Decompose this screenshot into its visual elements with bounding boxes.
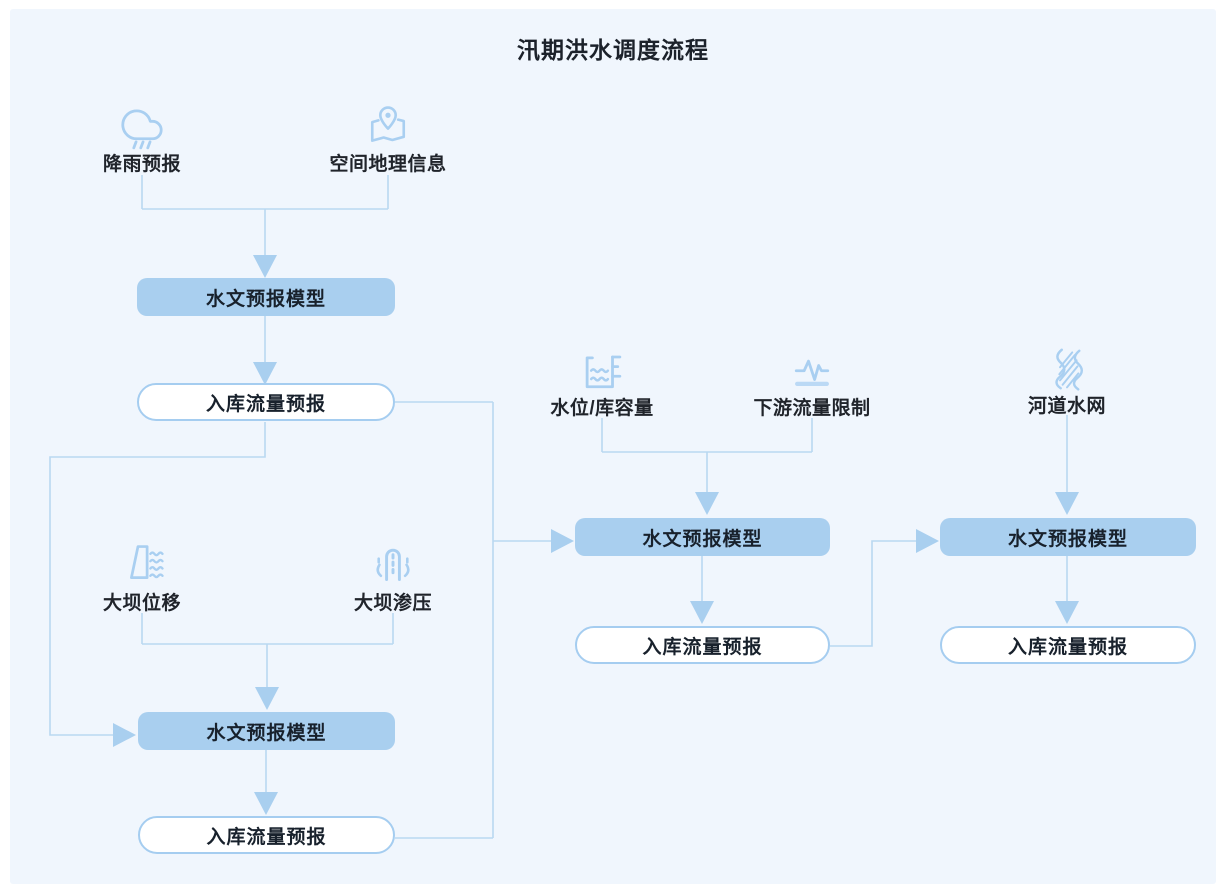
output-node-4: 入库流量预报	[940, 626, 1196, 664]
connector-lines	[49, 175, 1079, 839]
diagram-panel: 汛期洪水调度流程	[10, 9, 1216, 884]
input-label-rainfall: 降雨预报	[102, 154, 182, 175]
model-node-1: 水文预报模型	[137, 278, 395, 316]
flow-limit-icon	[791, 354, 833, 396]
cloud-rain-icon	[121, 103, 163, 156]
dam-seepage-icon	[371, 541, 415, 590]
water-gauge-icon	[581, 350, 623, 397]
output-node-2: 入库流量预报	[575, 626, 830, 664]
input-label-dam-seepage: 大坝渗压	[353, 593, 433, 614]
dam-icon	[120, 542, 164, 589]
input-label-downstream-limit: 下游流量限制	[753, 398, 871, 419]
output-node-3: 入库流量预报	[138, 816, 395, 854]
river-network-icon	[1046, 346, 1088, 397]
map-pin-icon	[367, 105, 409, 150]
input-label-water-level: 水位/库容量	[550, 398, 654, 419]
model-node-2: 水文预报模型	[575, 518, 830, 556]
model-node-4: 水文预报模型	[940, 518, 1196, 556]
output-node-1: 入库流量预报	[137, 383, 395, 421]
input-label-river-network: 河道水网	[1027, 396, 1107, 417]
model-node-3: 水文预报模型	[138, 712, 395, 750]
diagram-title: 汛期洪水调度流程	[517, 37, 709, 63]
input-label-dam-displacement: 大坝位移	[102, 593, 182, 614]
input-label-geo: 空间地理信息	[329, 154, 447, 175]
